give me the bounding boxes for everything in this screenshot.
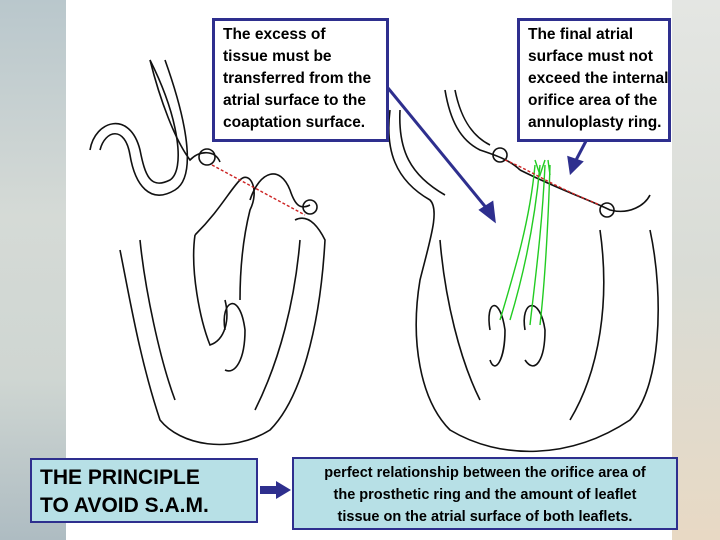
left-pointer-arrowhead — [478, 200, 496, 224]
right-callout-pointer — [573, 140, 588, 163]
dotted-annulus-line-left — [211, 164, 306, 216]
callout-excess-tissue: The excess of tissue must be transferred… — [212, 18, 389, 142]
relationship-line: the prosthetic ring and the amount of le… — [333, 487, 637, 503]
callout-line: coaptation surface. — [223, 114, 366, 131]
background-right — [672, 0, 720, 540]
right-pointer-arrowhead — [567, 155, 584, 176]
relationship-line: perfect relationship between the orifice… — [324, 465, 646, 481]
callout-line: transferred from the — [223, 70, 372, 87]
dotted-annulus-line-right — [504, 159, 601, 206]
callout-line: orifice area of the — [528, 92, 658, 109]
relationship-box: perfect relationship between the orifice… — [292, 457, 678, 530]
background-left — [0, 0, 66, 540]
callout-line: annuloplasty ring. — [528, 114, 662, 131]
callout-line: surface must not — [528, 48, 653, 65]
green-leaflet-lines — [499, 159, 551, 326]
callout-line: The final atrial — [528, 26, 634, 43]
callout-pointers — [386, 87, 588, 224]
principle-box: THE PRINCIPLE TO AVOID S.A.M. — [30, 458, 258, 523]
principle-line: TO AVOID S.A.M. — [40, 494, 209, 517]
relationship-line: tissue on the atrial surface of both lea… — [337, 509, 633, 525]
left-callout-pointer — [386, 87, 490, 211]
callout-line: atrial surface to the — [223, 92, 366, 109]
callout-line: tissue must be — [223, 48, 332, 65]
callout-line: exceed the internal — [528, 70, 669, 87]
callout-final-atrial-surface: The final atrial surface must not exceed… — [517, 18, 671, 142]
right-heart-drawing — [388, 89, 659, 453]
principle-arrow — [260, 481, 291, 499]
principle-line: THE PRINCIPLE — [40, 466, 200, 489]
callout-line: The excess of — [223, 26, 326, 43]
